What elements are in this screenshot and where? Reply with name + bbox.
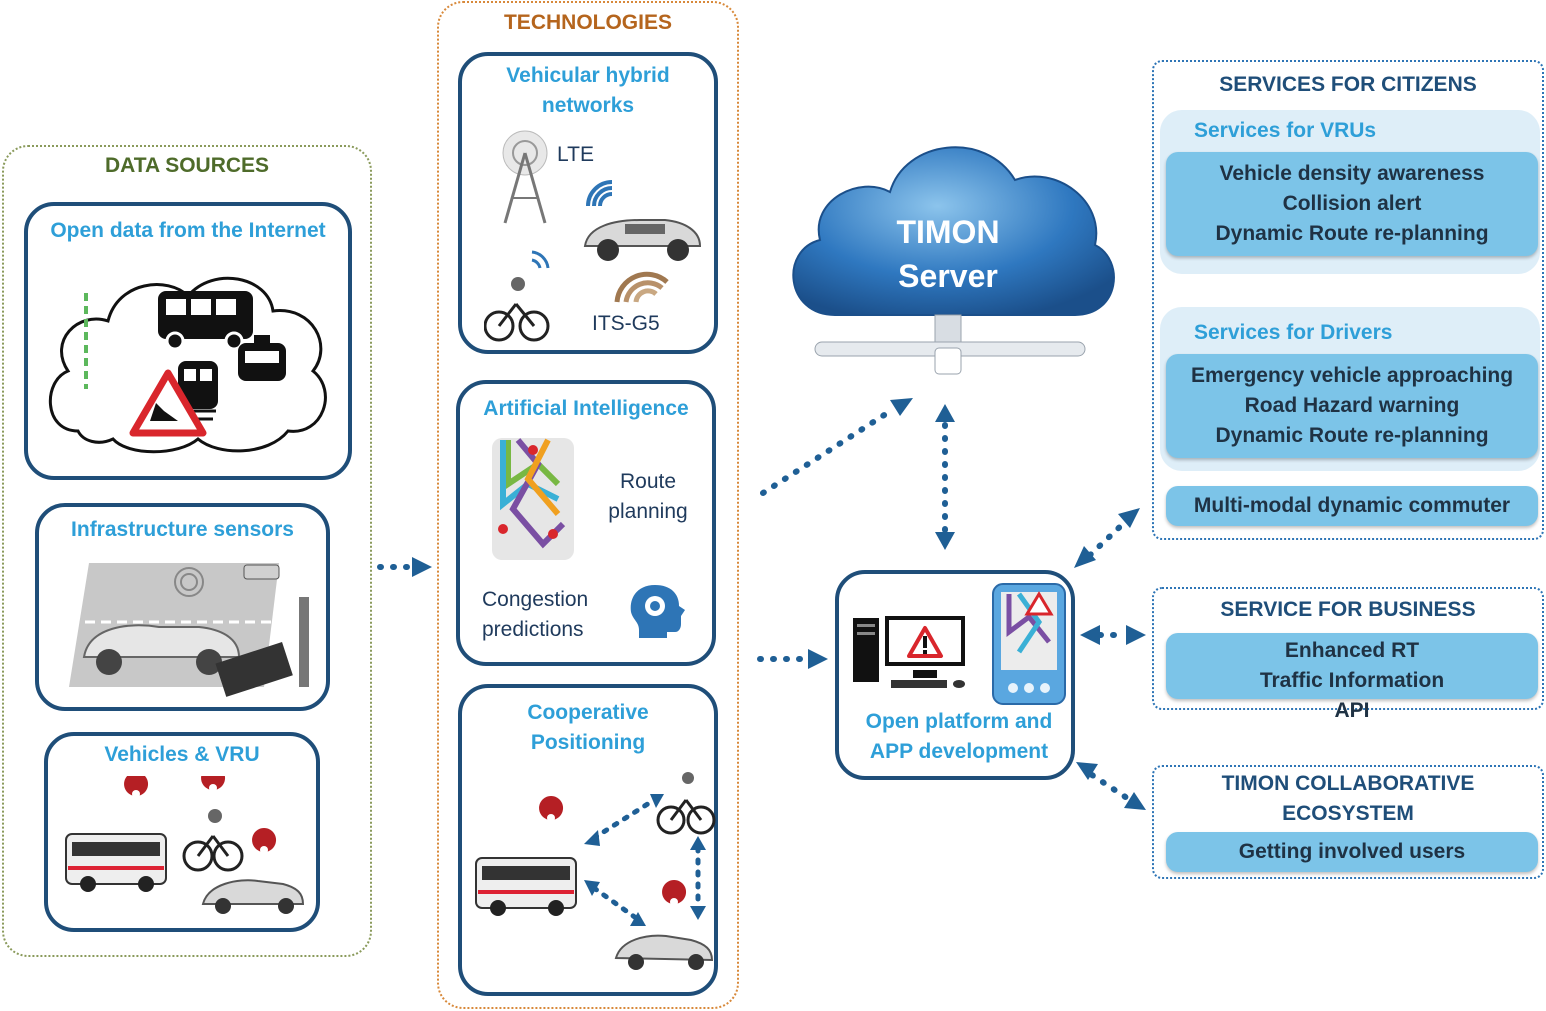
infrastructure-sensors-icon <box>69 563 309 697</box>
citizens-box: SERVICES FOR CITIZENS Services for VRUs … <box>1152 60 1544 540</box>
infrastructure-panel: Infrastructure sensors <box>35 503 330 711</box>
data-sources-group <box>2 145 372 957</box>
arrowhead-server-top <box>935 404 955 422</box>
cyclist-icon <box>484 250 550 342</box>
mobile-app-icon <box>992 583 1066 705</box>
positioning-title: Cooperative Positioning <box>527 701 649 754</box>
vrus-group: Services for VRUs Vehicle density awaren… <box>1160 110 1540 274</box>
ai-title: Artificial Intelligence <box>483 397 689 420</box>
route-map-icon <box>492 438 574 560</box>
desktop-computer-icon <box>853 616 965 688</box>
vru-route-replanning-item: Dynamic Route re-planning <box>1215 222 1489 245</box>
networks-panel: Vehicular hybrid networks LTE ITS-G5 <box>458 52 718 354</box>
arrowhead-tech <box>412 557 432 577</box>
route-planning-label: Route planning <box>608 470 688 523</box>
car-icon <box>583 219 702 261</box>
its-g5-label: ITS-G5 <box>592 312 660 335</box>
arrowhead-platform-ecosystem <box>1076 762 1098 780</box>
arrowhead-ecosystem <box>1124 792 1146 810</box>
arrow-platform-citizens <box>1087 519 1128 558</box>
drivers-title: Services for Drivers <box>1194 321 1393 344</box>
driver-route-replanning-item: Dynamic Route re-planning <box>1215 424 1489 447</box>
infrastructure-title: Infrastructure sensors <box>71 518 294 541</box>
vrus-services-list: Vehicle density awareness Collision aler… <box>1166 152 1538 256</box>
brain-head-icon <box>630 585 685 638</box>
arrowhead-business <box>1126 625 1146 645</box>
congestion-label: Congestion predictions <box>482 588 589 641</box>
platform-panel: Open platform and APP development <box>835 570 1075 780</box>
cooperative-positioning-icon <box>475 772 716 970</box>
arrowhead-citizens <box>1118 508 1140 528</box>
open-data-title: Open data from the Internet <box>50 219 326 242</box>
drivers-group: Services for Drivers Emergency vehicle a… <box>1160 307 1540 471</box>
emergency-vehicle-item: Emergency vehicle approaching <box>1190 364 1514 387</box>
server-label: TIMON Server <box>896 214 1000 294</box>
ecosystem-box: TIMON COLLABORATIVE ECOSYSTEM Getting in… <box>1152 765 1544 879</box>
getting-involved-item: Getting involved users <box>1166 832 1538 872</box>
positioning-panel: Cooperative Positioning <box>458 684 718 996</box>
data-sources-title: DATA SOURCES <box>104 154 270 177</box>
wifi-signal-icon <box>586 180 613 207</box>
open-data-panel: Open data from the Internet <box>24 202 352 480</box>
arrowhead-platform-citizens <box>1074 546 1096 568</box>
arrowhead-platform-business <box>1080 625 1100 645</box>
technologies-title: TECHNOLOGIES <box>503 11 672 34</box>
drivers-services-list: Emergency vehicle approaching Road Hazar… <box>1166 354 1538 458</box>
ecosystem-title: TIMON COLLABORATIVE ECOSYSTEM <box>1221 772 1475 825</box>
vehicles-title: Vehicles & VRU <box>104 743 260 766</box>
lte-label: LTE <box>557 143 594 166</box>
arrowhead-platform-left <box>808 649 828 669</box>
vrus-title: Services for VRUs <box>1194 119 1377 142</box>
timon-server-cloud-icon <box>792 146 1115 375</box>
its-g5-signal-icon <box>614 271 669 303</box>
multimodal-commuter-item: Multi-modal dynamic commuter <box>1166 486 1538 526</box>
collision-alert-item: Collision alert <box>1282 192 1422 215</box>
rt-traffic-api-item: Enhanced RT Traffic Information API <box>1166 633 1538 722</box>
vehicles-panel: Vehicles & VRU <box>44 732 320 932</box>
arrow-platform-ecosystem <box>1089 772 1133 803</box>
vehicle-density-item: Vehicle density awareness <box>1219 162 1485 185</box>
business-box: SERVICE FOR BUSINESS Enhanced RT Traffic… <box>1152 587 1544 722</box>
network-antenna-icon <box>502 130 548 224</box>
arrowhead-platform-top <box>935 532 955 550</box>
ai-panel: Artificial Intelligence Route planning C… <box>456 380 716 666</box>
citizens-title: SERVICES FOR CITIZENS <box>1219 73 1477 96</box>
arrowhead-server-left <box>890 398 913 416</box>
road-hazard-item: Road Hazard warning <box>1244 394 1460 417</box>
networks-title: Vehicular hybrid networks <box>506 64 670 117</box>
platform-label: Open platform and APP development <box>865 710 1053 763</box>
vehicles-vru-icon <box>65 776 305 914</box>
business-title: SERVICE FOR BUSINESS <box>1220 598 1476 621</box>
open-data-cloud-icon <box>48 276 327 454</box>
arrow-ai-to-server <box>760 407 895 496</box>
technologies-group <box>437 1 739 1009</box>
